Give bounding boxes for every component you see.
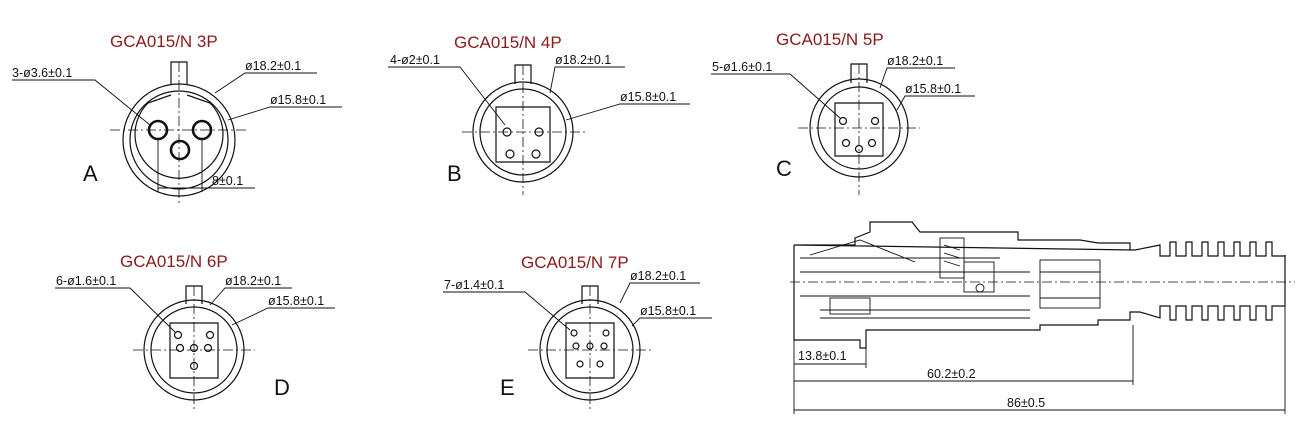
connector-d-letter: D — [274, 375, 290, 400]
connector-b-outer-dim: ø18.2±0.1 — [555, 53, 611, 67]
connector-e-outer-dim: ø18.2±0.1 — [630, 269, 686, 283]
connector-e-pin-dim: 7-ø1.4±0.1 — [444, 278, 504, 292]
connector-side-view: 13.8±0.1 60.2±0.2 86±0.5 — [790, 221, 1295, 414]
connector-b-4p: GCA015/N 4P 4-ø2±0.1 ø18.2±0.1 ø15.8±0.1… — [388, 33, 690, 195]
connector-d-6p: GCA015/N 6P 6-ø1.6±0.1 ø18.2±0.1 ø15.8±0… — [55, 252, 335, 412]
connector-a-title: GCA015/N 3P — [110, 32, 218, 51]
side-view-dim-mid: 60.2±0.2 — [927, 367, 976, 381]
connector-c-5p: GCA015/N 5P 5-ø1.6±0.1 ø18.2±0.1 ø15.8±0… — [711, 30, 975, 195]
connector-b-title: GCA015/N 4P — [454, 33, 562, 52]
connector-c-title: GCA015/N 5P — [776, 30, 884, 49]
connector-e-title: GCA015/N 7P — [521, 253, 629, 272]
connector-a-inner-dim: ø15.8±0.1 — [270, 93, 326, 107]
connector-c-pin-dim: 5-ø1.6±0.1 — [712, 60, 772, 74]
connector-d-pin-dim: 6-ø1.6±0.1 — [56, 274, 116, 288]
connector-a-3p: GCA015/N 3P 3-ø3.6±0.1 ø18.2±0.1 ø15.8±0… — [12, 32, 342, 205]
connector-c-inner-dim: ø15.8±0.1 — [905, 82, 961, 96]
connector-b-pin-dim: 4-ø2±0.1 — [390, 53, 440, 67]
side-view-dim-short: 13.8±0.1 — [798, 349, 847, 363]
connector-b-letter: B — [447, 161, 462, 186]
connector-e-inner-dim: ø15.8±0.1 — [640, 304, 696, 318]
side-view-dim-total: 86±0.5 — [1007, 396, 1045, 410]
connector-c-letter: C — [776, 156, 792, 181]
connector-b-inner-dim: ø15.8±0.1 — [620, 90, 676, 104]
connector-c-outer-dim: ø18.2±0.1 — [887, 54, 943, 68]
connector-a-pin-dim: 3-ø3.6±0.1 — [12, 66, 72, 80]
connector-d-inner-dim: ø15.8±0.1 — [268, 294, 324, 308]
connector-a-letter: A — [83, 161, 98, 186]
connector-e-7p: GCA015/N 7P 7-ø1.4±0.1 ø18.2±0.1 ø15.8±0… — [443, 253, 712, 412]
connector-e-letter: E — [500, 375, 515, 400]
connector-a-outer-dim: ø18.2±0.1 — [245, 59, 301, 73]
connector-d-title: GCA015/N 6P — [120, 252, 228, 271]
connector-a-pitch-dim: 8±0.1 — [212, 174, 243, 188]
connector-d-outer-dim: ø18.2±0.1 — [225, 274, 281, 288]
